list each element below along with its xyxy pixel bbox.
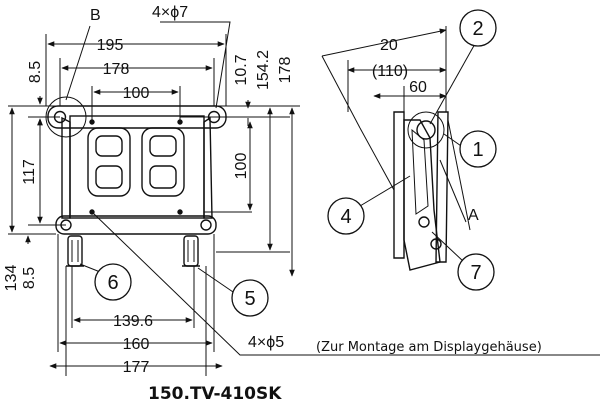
hole-bottom-right	[200, 219, 212, 231]
side-callouts	[327, 9, 497, 291]
label-b: B	[90, 7, 101, 24]
hole-spec-bottom: 4×ϕ5	[248, 334, 284, 351]
dim-134: 134	[3, 265, 20, 292]
dim-160: 160	[123, 336, 150, 353]
left-slot-inner-top	[95, 135, 123, 157]
front-dimension-lines	[8, 21, 600, 376]
dim-117: 117	[21, 159, 38, 185]
side-view	[393, 111, 449, 271]
callout-6-label: 6	[107, 272, 118, 294]
left-side-rail	[61, 116, 71, 219]
model-number: 150.TV-410SK	[148, 384, 282, 404]
callout-5-label: 5	[244, 288, 255, 310]
dim-178: 178	[103, 61, 130, 78]
hole-spec-top: 4×ϕ7	[152, 4, 188, 21]
dim-20: 20	[380, 37, 398, 54]
callout-7-circle	[457, 253, 495, 291]
dim-195: 195	[97, 37, 124, 54]
mounting-note: (Zur Montage am Displaygehäuse)	[316, 340, 542, 355]
front-callouts	[94, 263, 269, 317]
lock-screw	[430, 238, 442, 250]
callout-2-label: 2	[472, 18, 483, 40]
tilt-arm	[403, 119, 441, 271]
side-dimension-lines	[321, 26, 477, 263]
label-a: A	[468, 207, 479, 224]
dim-110: (110)	[372, 63, 408, 80]
dim-178-vertical: 178	[277, 57, 294, 84]
knob-ridges	[71, 240, 195, 262]
left-slot-inner-bottom	[95, 165, 123, 189]
callout-4-circle	[327, 197, 365, 235]
detail-circle-side	[407, 111, 445, 149]
pivot-bottom	[418, 216, 430, 228]
callout-2-circle	[459, 9, 497, 47]
callout-1-label: 1	[472, 139, 483, 161]
callout-4-label: 4	[340, 206, 351, 228]
pivot-top	[416, 120, 436, 140]
right-slot	[141, 127, 185, 197]
arm-inner	[411, 128, 429, 215]
left-slot	[87, 127, 131, 197]
right-slot-inner-top	[149, 135, 177, 157]
left-knob	[67, 235, 83, 267]
right-knob	[183, 235, 199, 267]
right-side-rail	[203, 116, 213, 219]
dim-60: 60	[409, 79, 427, 96]
right-slot-inner-bottom	[149, 165, 177, 189]
callout-5-circle	[231, 279, 269, 317]
screw-hole-br	[177, 209, 183, 215]
dim-139-6: 139.6	[113, 313, 153, 330]
wall-plate	[393, 111, 405, 259]
callout-6-circle	[94, 263, 132, 301]
front-view	[45, 96, 227, 267]
dim-100-vertical: 100	[233, 153, 250, 180]
dim-8-5-bottom: 8.5	[21, 267, 38, 289]
display-plate	[435, 111, 449, 263]
dim-100: 100	[123, 85, 150, 102]
dim-8-5-top: 8.5	[27, 61, 44, 83]
callout-7-label: 7	[470, 262, 481, 284]
callout-1-circle	[459, 130, 497, 168]
dim-10-7: 10.7	[233, 54, 250, 85]
dim-154-2: 154.2	[255, 50, 272, 90]
dim-177: 177	[123, 359, 150, 376]
main-plate	[69, 115, 205, 219]
